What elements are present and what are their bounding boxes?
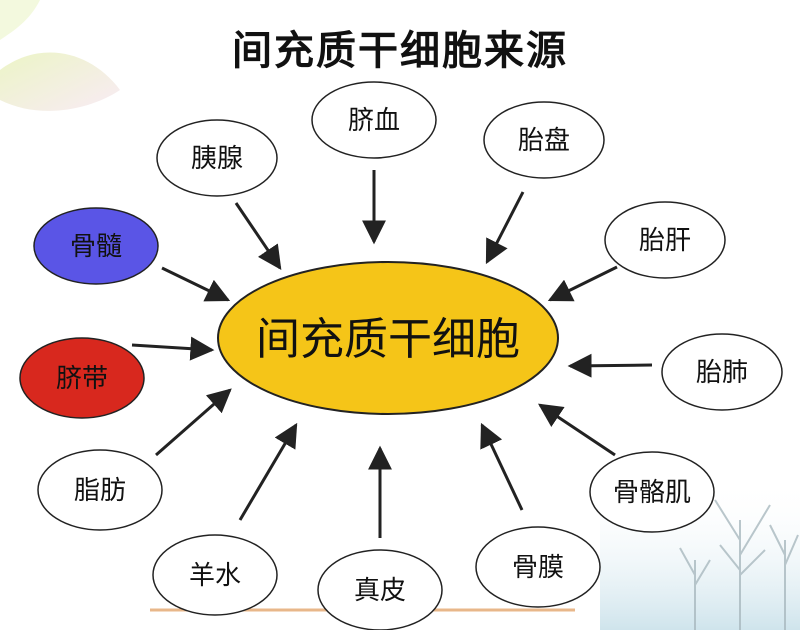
source-ellipse-taigan [604,201,726,279]
source-label-taipan: 胎盘 [518,126,570,156]
source-node-gumo: 骨膜 [475,526,601,608]
source-ellipse-yangshui [152,534,278,616]
source-label-zhenpi: 真皮 [354,576,406,606]
arrow-taigan [547,265,618,302]
source-node-taigan: 胎肝 [604,201,726,279]
source-node-qidai: 脐带 [19,337,145,419]
source-label-guisui: 骨髓 [70,232,122,262]
arrow-qidai [131,336,215,361]
source-ellipse-taifei [661,333,783,411]
source-node-taifei: 胎肺 [661,333,783,411]
source-node-zhifang: 脂肪 [37,449,163,531]
center-node: 间充质干细胞 [217,261,559,415]
source-label-taifei: 胎肺 [696,358,748,388]
arrow-guisui [161,266,231,302]
source-label-taigan: 胎肝 [639,226,691,256]
source-label-yixian: 胰腺 [191,144,243,174]
source-label-qixue: 脐血 [348,106,400,136]
source-node-taipan: 胎盘 [483,101,605,179]
arrow-guge [538,403,616,457]
diagram-title: 间充质干细胞来源 [232,28,568,74]
center-ellipse [217,261,559,415]
source-ellipse-qidai [19,337,145,419]
source-ellipse-guisui [33,207,159,285]
arrow-yixian [234,202,282,270]
source-label-gumo: 骨膜 [512,553,564,583]
source-ellipse-taipan [483,101,605,179]
source-node-yangshui: 羊水 [152,534,278,616]
arrow-taipan [485,191,525,265]
source-ellipse-zhifang [37,449,163,531]
arrow-zhifang [155,388,232,457]
source-ellipse-zhenpi [317,549,443,630]
source-node-zhenpi: 真皮 [317,549,443,630]
nodes-layer: 间充质干细胞 胰腺 脐血胎盘胎肝 骨髓脐带 胎肺脂肪 骨骼肌羊水真皮 骨膜 [19,81,783,630]
source-ellipse-yixian [156,119,278,197]
source-ellipse-qixue [311,81,437,159]
source-ellipse-gumo [475,526,601,608]
source-label-guge: 骨骼肌 [613,478,691,508]
source-label-zhifang: 脂肪 [74,476,126,506]
center-label: 间充质干细胞 [256,314,520,365]
arrows-layer [131,170,653,538]
source-label-yangshui: 羊水 [189,561,241,591]
source-node-yixian: 胰腺 [156,119,278,197]
source-node-qixue: 脐血 [311,81,437,159]
source-label-qidai: 脐带 [56,364,108,394]
source-ellipse-guge [589,451,715,533]
arrow-taifei [567,353,653,378]
arrow-gumo [480,422,524,511]
source-node-guge: 骨骼肌 [589,451,715,533]
source-node-guisui: 骨髓 [33,207,159,285]
arrow-yangshui [238,422,298,521]
decor-leaf [0,0,120,111]
